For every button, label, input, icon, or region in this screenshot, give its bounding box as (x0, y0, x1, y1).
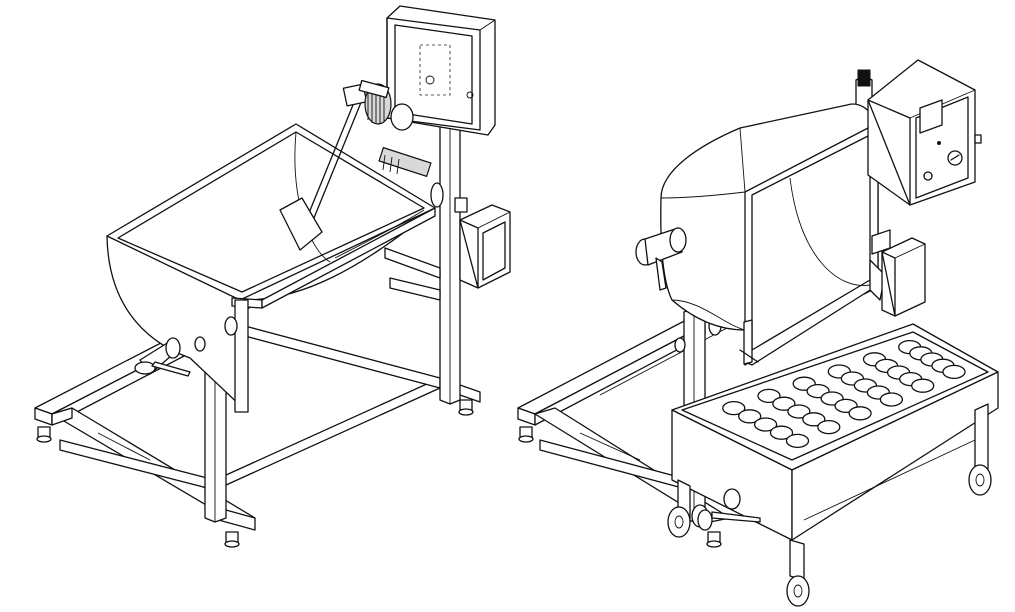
left-paddle-agitator (280, 100, 362, 250)
mould-cavity (771, 426, 793, 439)
left-kettle-trough (107, 124, 435, 412)
left-junction-box (455, 198, 510, 288)
mould-cavity (788, 405, 810, 418)
mould-cavity (755, 418, 777, 431)
left-leveling-feet (37, 400, 473, 547)
mould-cavity (739, 410, 761, 423)
right-control-box (868, 60, 981, 205)
display-window (920, 100, 942, 133)
right-junction-box (872, 230, 925, 316)
right-machine (518, 60, 998, 606)
mould-cavity (723, 402, 745, 415)
right-drum-valve (636, 228, 686, 290)
left-control-box (387, 6, 495, 135)
mould-cavity (773, 397, 795, 410)
left-drain-valve (135, 317, 237, 376)
mould-cavity (787, 434, 809, 447)
right-caster-wheels (668, 465, 991, 606)
mould-cavity (758, 389, 780, 402)
right-kettle-drum (661, 104, 885, 365)
mould-cavity (943, 365, 965, 378)
indicator-lamp-icon (924, 172, 932, 180)
left-gear-shaft (379, 148, 443, 207)
mould-cavity (912, 379, 934, 392)
mould-cavities (723, 341, 965, 448)
left-motor (343, 81, 413, 130)
left-base-frame (35, 270, 480, 530)
right-mould-table (672, 324, 998, 580)
left-machine (35, 6, 510, 547)
mould-cavity (803, 413, 825, 426)
mould-cavity (880, 393, 902, 406)
mould-cavity (818, 421, 840, 434)
mould-cavity (849, 407, 871, 420)
